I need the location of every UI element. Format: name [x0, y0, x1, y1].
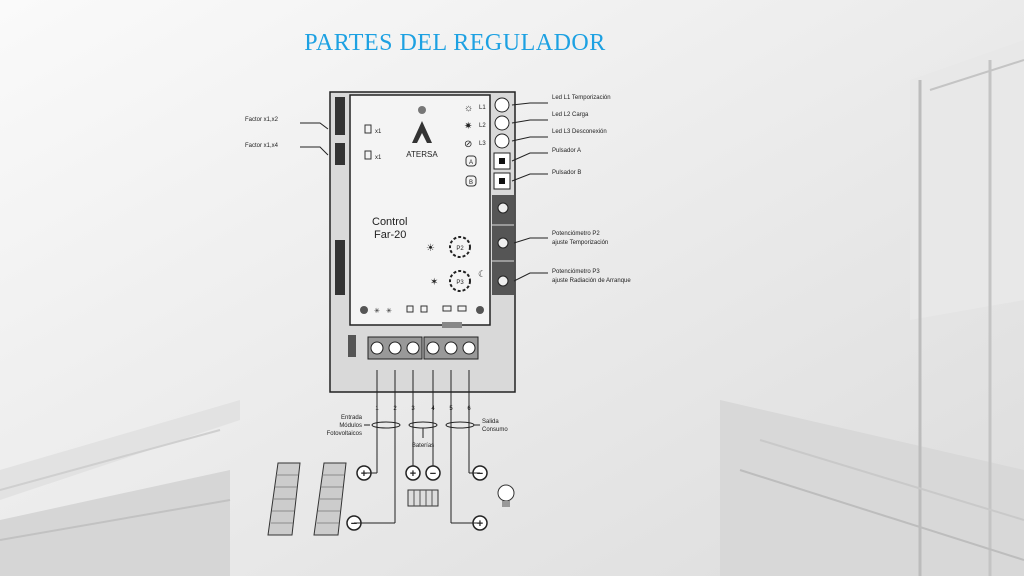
- terminal-screw: [388, 341, 402, 355]
- button-b-mark: B: [469, 180, 473, 186]
- label-led-l3: Led L3 Desconexión: [552, 129, 607, 135]
- regulator-diagram: x1 x1 ATERSA Control Far-20 ☼ ✷ ⊘ L1 L2 …: [245, 91, 631, 536]
- radiation-icon: ✶: [430, 277, 438, 288]
- svg-text:+: +: [361, 468, 367, 480]
- led-tag-l2: L2: [479, 123, 486, 129]
- dial-p3-tag: P3: [456, 280, 464, 286]
- dip-switch-x4: [335, 143, 345, 165]
- jumper-icon: [364, 150, 372, 160]
- indicator-icon: [476, 306, 484, 314]
- fuse-icon: [442, 322, 462, 328]
- terminal-wires: [376, 370, 470, 523]
- sun-mark-icon: ✳: [374, 307, 380, 315]
- battery-icon: [407, 489, 439, 507]
- terminal-number: 2: [393, 406, 397, 412]
- led-l3: [494, 133, 510, 149]
- jumper-tag: x1: [375, 155, 382, 161]
- side-slot: [335, 240, 345, 295]
- polarity-markers: [346, 465, 488, 531]
- clock-icon: ☼: [464, 103, 473, 114]
- terminal-number: 1: [375, 406, 379, 412]
- svg-text:+: +: [477, 518, 483, 530]
- terminal-number: 5: [449, 406, 453, 412]
- dial-p2: [449, 236, 471, 258]
- terminal-screw: [426, 341, 440, 355]
- terminal-number: 4: [431, 406, 435, 412]
- bulb-base-icon: [502, 501, 510, 507]
- dial-p3: [449, 270, 471, 292]
- pot-p1: [497, 202, 509, 214]
- label-factor-x2: Factor x1,x2: [245, 117, 279, 123]
- sun-mark-icon: ✳: [386, 307, 392, 315]
- disconnect-icon: ⊘: [464, 139, 472, 150]
- dip-switch-x2: [335, 97, 345, 135]
- label-pot-p3-desc: ajuste Radiación de Arranque: [552, 278, 631, 284]
- page-title: PARTES DEL REGULADOR: [304, 30, 606, 56]
- load-mark-icon: [457, 305, 467, 312]
- led-tag-l3: L3: [479, 141, 486, 147]
- led-l1: [494, 97, 510, 113]
- label-entrada-1: Entrada: [341, 415, 363, 421]
- polarity-signs: + − + − − +: [351, 468, 483, 530]
- terminal-screw: [462, 341, 476, 355]
- led-l2: [494, 115, 510, 131]
- label-entrada-3: Fotovoltaicos: [327, 431, 362, 437]
- terminal-screw: [370, 341, 384, 355]
- model-line2: Far-20: [374, 229, 406, 241]
- label-led-l2: Led L2 Carga: [552, 112, 589, 118]
- label-pot-p2-title: Potenciómetro P2: [552, 231, 600, 237]
- side-fuse-icon: [348, 335, 356, 357]
- label-entrada-2: Módulos: [339, 423, 362, 429]
- label-factor-x4: Factor x1,x4: [245, 143, 279, 149]
- label-baterias: Baterías: [412, 443, 434, 449]
- svg-text:−: −: [430, 468, 436, 480]
- model-line1: Control: [372, 216, 407, 228]
- label-salida-1: Salida: [482, 419, 499, 425]
- label-pulsador-b: Pulsador B: [552, 170, 581, 176]
- label-pot-p3-title: Potenciómetro P3: [552, 269, 600, 275]
- battery-mark-icon: [420, 305, 428, 313]
- terminal-screw: [444, 341, 458, 355]
- terminal-screw: [406, 341, 420, 355]
- label-pot-p2-desc: ajuste Temporización: [552, 240, 608, 246]
- button-a-mark: A: [469, 160, 473, 166]
- dial-p2-tag: P2: [456, 246, 464, 252]
- sun-icon: ✷: [464, 121, 472, 132]
- terminal-number: 6: [467, 406, 471, 412]
- load-mark-icon: [442, 305, 452, 312]
- terminal-number: 3: [411, 406, 415, 412]
- status-led-icon: [418, 106, 426, 114]
- jumper-tag: x1: [375, 129, 382, 135]
- svg-text:+: +: [410, 468, 416, 480]
- jumper-icon: [364, 124, 372, 134]
- pot-p2: [497, 237, 509, 249]
- label-salida-2: Consumo: [482, 427, 508, 433]
- output-group-ellipse: [445, 421, 475, 429]
- solar-panel-icon: [267, 462, 347, 536]
- button-b-tag: [465, 175, 477, 187]
- pot-p3: [497, 275, 509, 287]
- input-group-ellipse: [371, 421, 401, 429]
- battery-mark-icon: [406, 305, 414, 313]
- svg-text:−: −: [351, 518, 357, 530]
- pulsador-a-knob: [499, 158, 505, 164]
- svg-text:−: −: [477, 468, 483, 480]
- bulb-icon: [497, 484, 515, 502]
- label-led-l1: Led L1 Temporización: [552, 95, 611, 101]
- button-a-tag: [465, 155, 477, 167]
- led-tag-l1: L1: [479, 105, 486, 111]
- leader-lines: [300, 102, 548, 282]
- brand-name: ATERSA: [406, 150, 438, 159]
- moon-icon: ☾: [478, 269, 486, 279]
- lamp-icon: ☀: [426, 243, 435, 254]
- label-pulsador-a: Pulsador A: [552, 148, 581, 154]
- atersa-logo-icon: [412, 121, 432, 143]
- indicator-icon: [360, 306, 368, 314]
- pulsador-b-knob: [499, 178, 505, 184]
